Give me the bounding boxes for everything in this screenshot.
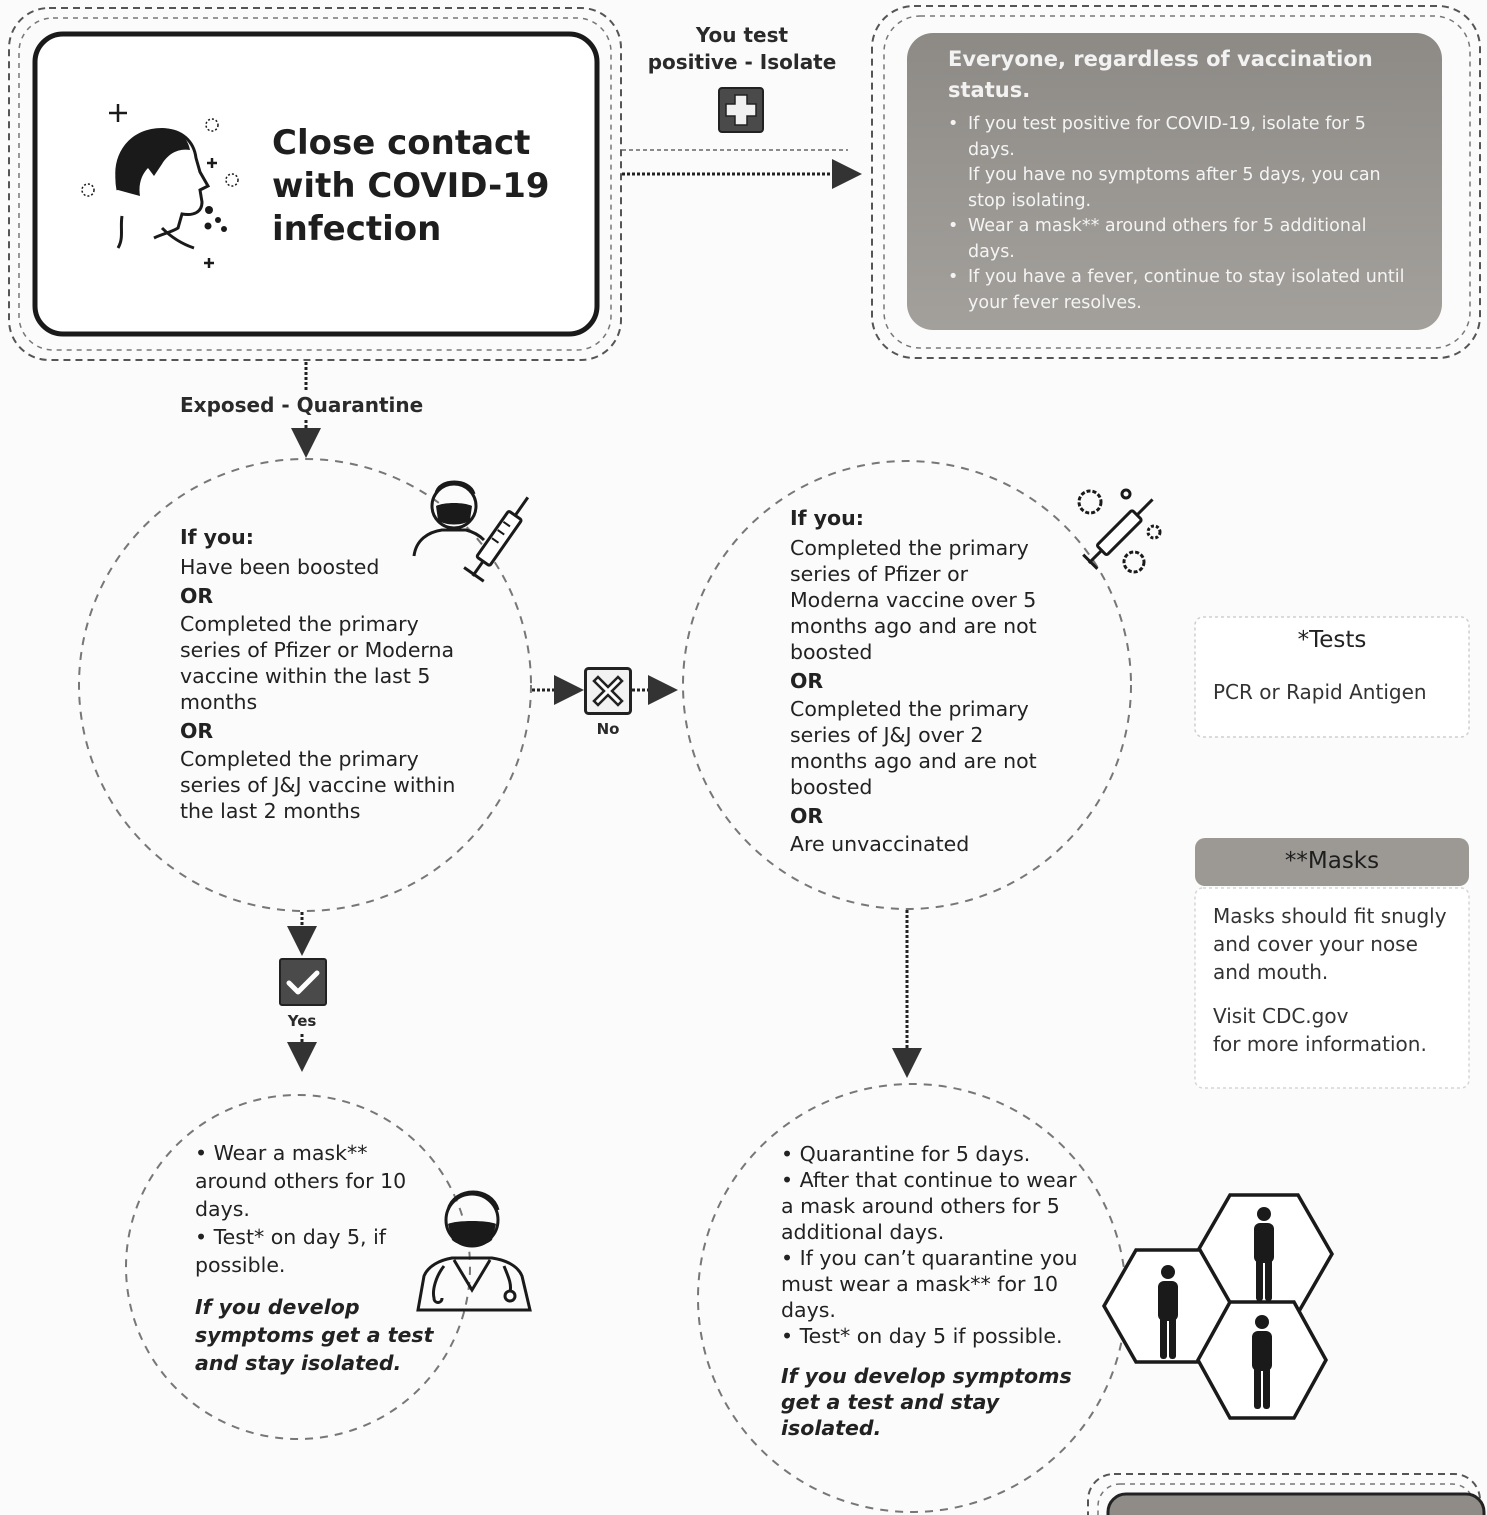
close-contact-title-line: with COVID-19 [272,166,550,206]
no-result-bullet: • If you can’t quarantine you must wear … [781,1246,1078,1322]
not-boosted-criteria: If you: Completed the primary series of … [790,505,1060,857]
isolate-bullet: • Wear a mask** around others for 5 addi… [948,214,1408,265]
isolate-frame [871,5,1481,359]
bottom-frame [1087,1473,1486,1515]
masked-doctor-icon [416,1190,532,1312]
bullet-dot-icon: • [948,114,959,134]
close-contact-title-line: Close contact [272,123,531,163]
exposed-label: Exposed - Quarantine [178,393,426,417]
yes-result-note: If you develop symptoms get a test and s… [195,1295,434,1375]
masks-card-text: Masks should fit snugly and cover your n… [1213,904,1447,984]
masks-card-text: for more information. [1213,1032,1427,1056]
x-box-icon [584,667,632,715]
person-hexagons-icon [1101,1193,1334,1420]
not-boosted-item: Are unvaccinated [790,832,970,856]
yes-result-bullet: • Wear a mask** around others for 10 day… [195,1141,407,1221]
no-result-note: If you develop symptoms get a test and s… [781,1364,1072,1440]
yes-result-circle-outline [125,1094,471,1440]
bullet-dot-icon: • [948,216,959,236]
yes-label: Yes [287,1012,317,1030]
no-result-bullet: • Test* on day 5 if possible. [781,1324,1063,1348]
boosted-heading: If you: [180,525,254,549]
or-label: OR [180,719,214,743]
boosted-circle-outline [78,458,532,912]
tests-card-title: *Tests [1297,627,1367,653]
no-result-text: • Quarantine for 5 days. • After that co… [781,1141,1086,1441]
head-profile-icon [81,104,239,268]
plus-box-icon [718,87,764,133]
tests-card-body: PCR or Rapid Antigen [1213,680,1427,704]
no-label: No [596,720,620,738]
no-result-bullet: • After that continue to wear a mask aro… [781,1168,1077,1244]
boosted-item: Have been boosted [180,555,380,579]
or-label: OR [790,669,824,693]
positive-branch-label: You test positive - Isolate [636,22,848,76]
not-boosted-heading: If you: [790,506,864,530]
no-result-bullet: • Quarantine for 5 days. [781,1142,1031,1166]
positive-arrow [622,149,862,189]
positive-label-line: You test [695,23,789,47]
isolate-bullets: • If you test positive for COVID-19, iso… [948,112,1408,316]
yes-result-bullet: • Test* on day 5, if possible. [195,1225,387,1277]
close-contact-frame [8,7,622,361]
masks-card-body: Masks should fit snugly and cover your n… [1213,902,1458,1058]
masked-person-syringe-icon [412,480,530,583]
masks-card-text: Visit CDC.gov [1213,1004,1349,1028]
not-boosted-circle-outline [682,460,1132,910]
boosted-item: Completed the primary series of Pfizer o… [180,612,455,714]
isolate-heading: Everyone, regardless of vaccination stat… [948,47,1373,102]
virus-syringe-icon [1077,488,1162,574]
not-boosted-item: Completed the primary series of Pfizer o… [790,536,1037,664]
boosted-item: Completed the primary series of J&J vacc… [180,747,456,823]
or-label: OR [180,584,214,608]
tests-card-frame [1194,616,1470,738]
yes-result-text: • Wear a mask** around others for 10 day… [195,1139,435,1377]
positive-label-line: positive - Isolate [647,50,837,74]
isolate-bullet-text: If you have a fever, continue to stay is… [968,267,1405,313]
or-label: OR [790,804,824,828]
isolate-box [907,33,1442,330]
boosted-criteria: If you: Have been boosted OR Completed t… [180,524,470,824]
isolate-bullet: • If you test positive for COVID-19, iso… [948,112,1408,214]
close-contact-title: Close contact with COVID-19 infection [272,122,572,251]
check-box-icon [279,958,327,1006]
isolate-bullet-text: If you test positive for COVID-19, isola… [968,114,1366,160]
isolate-bullet-text: Wear a mask** around others for 5 additi… [968,216,1367,262]
isolate-bullet: • If you have a fever, continue to stay … [948,265,1408,316]
masks-card-frame [1194,887,1470,1089]
masks-card-title: **Masks [1284,848,1380,874]
not-boosted-item: Completed the primary series of J&J over… [790,697,1037,799]
isolate-bullet-text: If you have no symptoms after 5 days, yo… [968,165,1381,211]
masks-card-header [1195,838,1469,886]
bullet-dot-icon: • [948,267,959,287]
close-contact-title-line: infection [272,209,442,249]
